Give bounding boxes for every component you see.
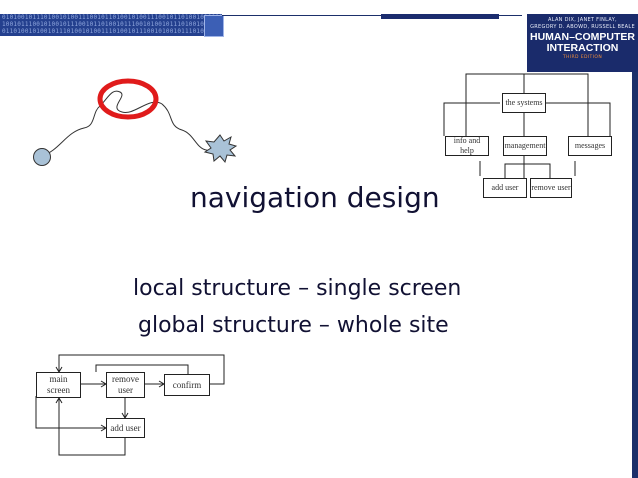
binary-pattern-band: 0101001011101001010011100101101001010011… xyxy=(0,14,222,36)
node-management: management xyxy=(503,136,547,156)
red-ring-icon xyxy=(97,78,159,120)
node-the-systems: the systems xyxy=(502,93,546,113)
right-edge-bar xyxy=(632,14,638,478)
cover-title-2: INTERACTION xyxy=(546,42,619,54)
cover-authors-1: ALAN DIX, JANET FINLAY, xyxy=(548,17,617,23)
chip-icon xyxy=(204,15,224,37)
bullet-global-structure: global structure – whole site xyxy=(138,313,449,338)
node-info-and-help: info and help xyxy=(445,136,489,156)
node-messages: messages xyxy=(568,136,612,156)
starburst-icon xyxy=(203,134,238,164)
node-add-user: add user xyxy=(483,178,527,198)
cover-edition: THIRD EDITION xyxy=(562,55,603,60)
navigation-path xyxy=(41,90,221,157)
header-accent-bar xyxy=(381,14,499,19)
book-cover-logo: ALAN DIX, JANET FINLAY, GREGORY D. ABOWD… xyxy=(527,14,638,72)
header-rule xyxy=(222,15,522,16)
slide-title: navigation design xyxy=(190,181,440,214)
node-remove-user: remove user xyxy=(530,178,572,198)
bullet-local-structure: local structure – single screen xyxy=(133,276,462,301)
flow-node-confirm: confirm xyxy=(164,374,210,396)
cover-title-1: HUMAN–COMPUTER xyxy=(530,31,635,43)
flow-node-main-screen: main screen xyxy=(36,372,81,398)
start-circle-icon xyxy=(33,148,51,166)
flow-node-remove-user: remove user xyxy=(106,372,145,398)
flow-node-add-user: add user xyxy=(106,418,145,438)
cover-authors-2: GREGORY D. ABOWD, RUSSELL BEALE xyxy=(530,24,635,30)
